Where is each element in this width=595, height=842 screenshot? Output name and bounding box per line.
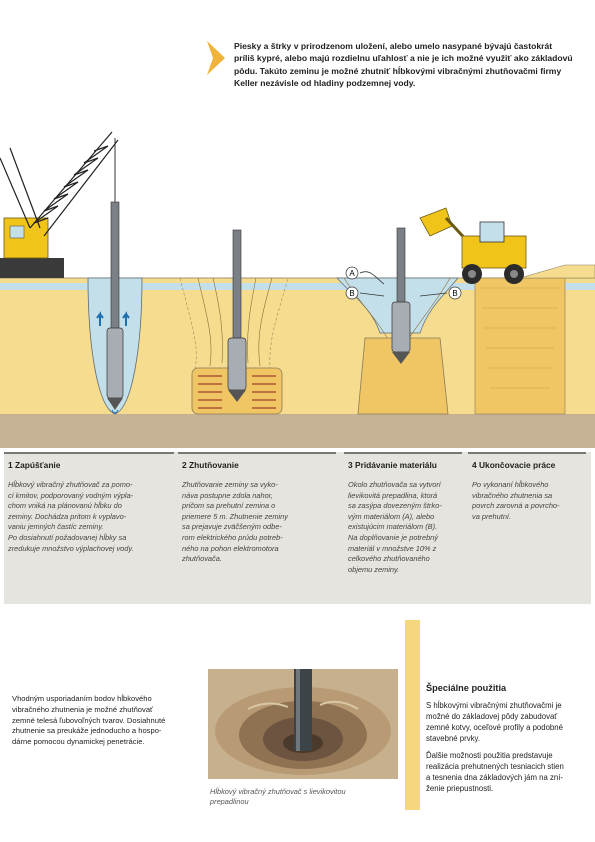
step-1-title: 1 Zapúšťanie (4, 452, 174, 474)
crane-icon (0, 131, 119, 278)
soil-base (0, 414, 595, 448)
special-uses-title: Špeciálne použitia (426, 683, 507, 693)
step-2-compaction (179, 229, 289, 415)
compacted-zone-step-3 (357, 337, 449, 415)
label-a: A (349, 269, 355, 278)
water-arrow-icon (96, 311, 104, 326)
vibrator-step-1 (110, 201, 120, 333)
shapes-paragraph: Vhodným usporiadaním bodov hĺbkového vib… (12, 694, 166, 747)
loader-icon (419, 207, 527, 284)
step-3-title: 3 Pridávanie materiálu (344, 452, 462, 474)
intro-text: Piesky a štrky v prirodzenom uložení, al… (234, 41, 573, 89)
step-4: 4 Ukončovacie práce Po vykonaní hĺbkovéh… (468, 452, 586, 604)
water-arrow-icon (122, 311, 130, 326)
step-3: 3 Pridávanie materiálu Okolo zhutňovača … (344, 452, 462, 604)
label-b-right: B (452, 289, 457, 298)
step-1: 1 Zapúšťanie Hĺbkový vibračný zhutňovač … (4, 452, 174, 604)
step-2: 2 Zhutňovanie Zhutňovanie zeminy sa vyko… (178, 452, 336, 604)
label-b: B (349, 289, 354, 298)
special-uses-paragraph-2: Ďalšie možnosti použitia predstavuje rea… (426, 751, 564, 793)
step-4-body: Po vykonaní hĺbkového vibračného zhutnen… (472, 480, 560, 521)
vibrator-crater-photo (208, 669, 398, 779)
step-3-body: Okolo zhutňovača sa vytvorí lievikovitá … (348, 480, 442, 574)
photo-caption: Hĺbkový vibračný zhutňovač s lievikovito… (210, 787, 346, 806)
accent-bar (405, 620, 420, 810)
groundwater-band (0, 283, 595, 290)
special-uses-paragraph-1: S hĺbkovými vibračnými zhutňovačmi je mo… (426, 701, 563, 743)
step-2-body: Zhutňovanie zeminy sa vyko- náva postupn… (182, 480, 288, 564)
step-4-title: 4 Ukončovacie práce (468, 452, 586, 474)
compaction-process-illustration: A B B (0, 131, 595, 448)
step-4-finishing (474, 264, 595, 415)
step-3-material-addition: A B B (336, 227, 462, 415)
intro-arrow-icon (207, 41, 225, 75)
process-steps: 1 Zapúšťanie Hĺbkový vibračný zhutňovač … (4, 452, 591, 604)
step-1-body: Hĺbkový vibračný zhutňovač za pomo- cí k… (8, 480, 134, 553)
step-2-title: 2 Zhutňovanie (178, 452, 336, 474)
